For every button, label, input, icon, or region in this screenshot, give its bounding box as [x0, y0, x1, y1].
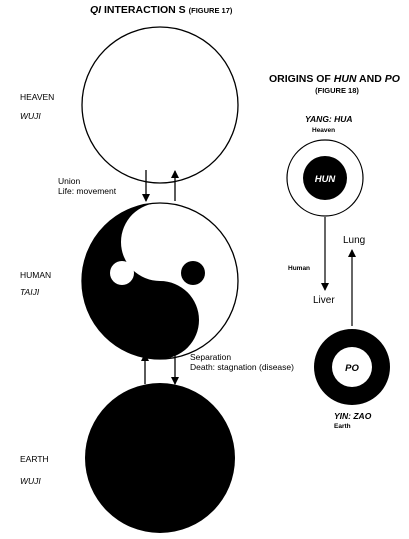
earth-label: EARTH: [20, 454, 49, 464]
earth-circle: [85, 383, 235, 533]
heaven-sub-label: WUJI: [20, 111, 41, 121]
separation-label: Separation: [190, 352, 231, 362]
hun-label: HUN: [315, 174, 337, 185]
lung-label: Lung: [343, 235, 365, 246]
hun-core: [303, 156, 347, 200]
heaven-circle: [81, 26, 239, 184]
heaven-label: HEAVEN: [20, 92, 54, 102]
right-title-part-b: AND: [357, 73, 385, 85]
right-title-hun: HUN: [334, 73, 357, 85]
left-title: QI INTERACTION S (FIGURE 17): [90, 4, 233, 16]
yin-zao-label: YIN: ZAO: [334, 411, 372, 421]
earth-small-label: Earth: [334, 423, 351, 430]
union-label: Union: [58, 176, 80, 186]
taiji-black-dot: [181, 261, 205, 285]
human-small-label: Human: [288, 265, 310, 272]
po-core: [332, 347, 372, 387]
taiji-white-dot: [110, 261, 134, 285]
yang-hua-label: YANG: HUA: [305, 114, 353, 124]
right-title-po: PO: [385, 73, 400, 85]
left-title-figure: (FIGURE 17): [189, 6, 233, 15]
right-title: ORIGINS OF HUN AND PO: [269, 73, 400, 85]
human-sub-label: TAIJI: [20, 287, 40, 297]
death-label: Death: stagnation (disease): [190, 362, 294, 372]
liver-label: Liver: [313, 295, 335, 306]
heaven-small-label: Heaven: [312, 127, 335, 134]
taiji-outline: [81, 202, 239, 360]
left-title-qi: QI: [90, 4, 102, 16]
right-title-part-a: ORIGINS OF: [269, 73, 334, 85]
earth-sub-label: WUJI: [20, 476, 41, 486]
taiji-black-half: [82, 203, 199, 359]
po-label: PO: [345, 363, 359, 374]
human-label: HUMAN: [20, 270, 51, 280]
right-title-figure: (FIGURE 18): [315, 86, 359, 95]
left-title-text: INTERACTION S: [101, 4, 189, 16]
life-label: Life: movement: [58, 186, 117, 196]
taiji-symbol: [81, 202, 239, 360]
